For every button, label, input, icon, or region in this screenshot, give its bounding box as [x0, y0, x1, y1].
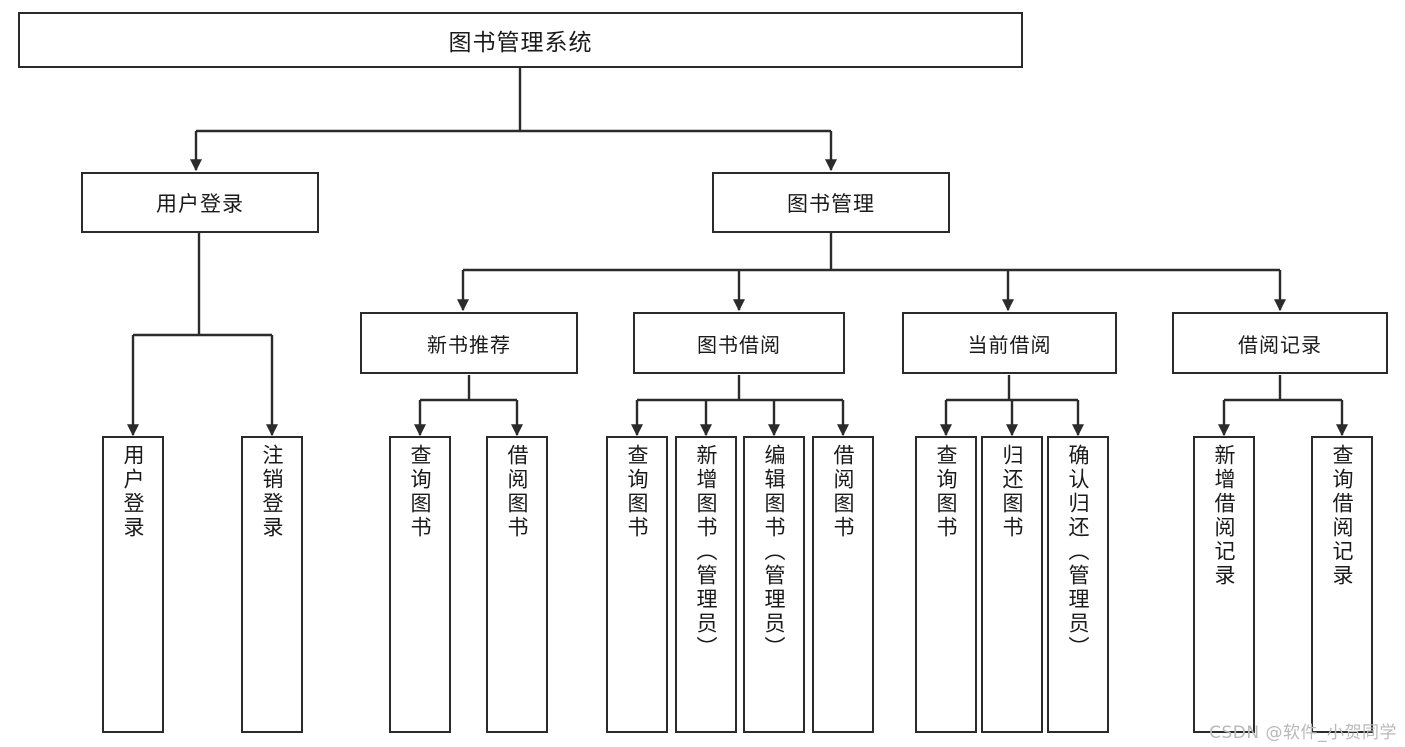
leaf-borrow-edit-book-admin[interactable]: 编辑图书（管理员） [743, 436, 805, 733]
node-borrow-records[interactable]: 借阅记录 [1172, 312, 1388, 374]
leaf-records-query-record[interactable]: 查询借阅记录 [1311, 436, 1373, 733]
leaf-label: 注销登录 [260, 444, 285, 540]
leaf-label: 用户登录 [121, 444, 146, 540]
leaf-borrow-add-book-admin[interactable]: 新增图书（管理员） [675, 436, 737, 733]
node-root[interactable]: 图书管理系统 [18, 12, 1023, 68]
leaf-label: 查询图书 [625, 444, 650, 540]
leaf-user-login-signin[interactable]: 用户登录 [102, 436, 164, 733]
node-book-borrow[interactable]: 图书借阅 [633, 312, 845, 374]
leaf-new-book-query[interactable]: 查询图书 [389, 436, 451, 733]
node-new-book-recommend[interactable]: 新书推荐 [360, 312, 578, 374]
node-book-borrow-label: 图书借阅 [697, 332, 781, 357]
leaf-label: 查询借阅记录 [1330, 444, 1355, 588]
leaf-new-book-borrow[interactable]: 借阅图书 [486, 436, 548, 733]
node-book-management-label: 图书管理 [787, 191, 875, 216]
node-current-borrow[interactable]: 当前借阅 [902, 312, 1117, 374]
leaf-label: 借阅图书 [505, 444, 530, 540]
leaf-label: 归还图书 [1000, 444, 1025, 540]
leaf-label: 借阅图书 [831, 444, 856, 540]
node-user-login-label: 用户登录 [156, 191, 244, 216]
node-new-book-recommend-label: 新书推荐 [427, 332, 511, 357]
leaf-label: 查询图书 [934, 444, 959, 540]
leaf-current-return-book[interactable]: 归还图书 [981, 436, 1043, 733]
leaf-label: 确认归还（管理员） [1066, 444, 1091, 660]
leaf-records-add-record[interactable]: 新增借阅记录 [1193, 436, 1255, 733]
leaf-label: 新增图书（管理员） [694, 444, 719, 660]
leaf-label: 编辑图书（管理员） [762, 444, 787, 660]
leaf-borrow-query-book[interactable]: 查询图书 [606, 436, 668, 733]
leaf-borrow-borrow-book[interactable]: 借阅图书 [812, 436, 874, 733]
node-borrow-records-label: 借阅记录 [1238, 332, 1322, 357]
node-current-borrow-label: 当前借阅 [967, 332, 1052, 357]
leaf-user-login-signout[interactable]: 注销登录 [241, 436, 303, 733]
watermark: CSDN @软件_小贺同学 [1209, 723, 1397, 743]
leaf-label: 查询图书 [408, 444, 433, 540]
leaf-label: 新增借阅记录 [1212, 444, 1237, 588]
node-book-management[interactable]: 图书管理 [712, 172, 950, 233]
node-root-label: 图书管理系统 [448, 30, 593, 56]
node-user-login[interactable]: 用户登录 [81, 172, 319, 233]
leaf-current-confirm-return-admin[interactable]: 确认归还（管理员） [1047, 436, 1109, 733]
leaf-current-query-book[interactable]: 查询图书 [915, 436, 977, 733]
